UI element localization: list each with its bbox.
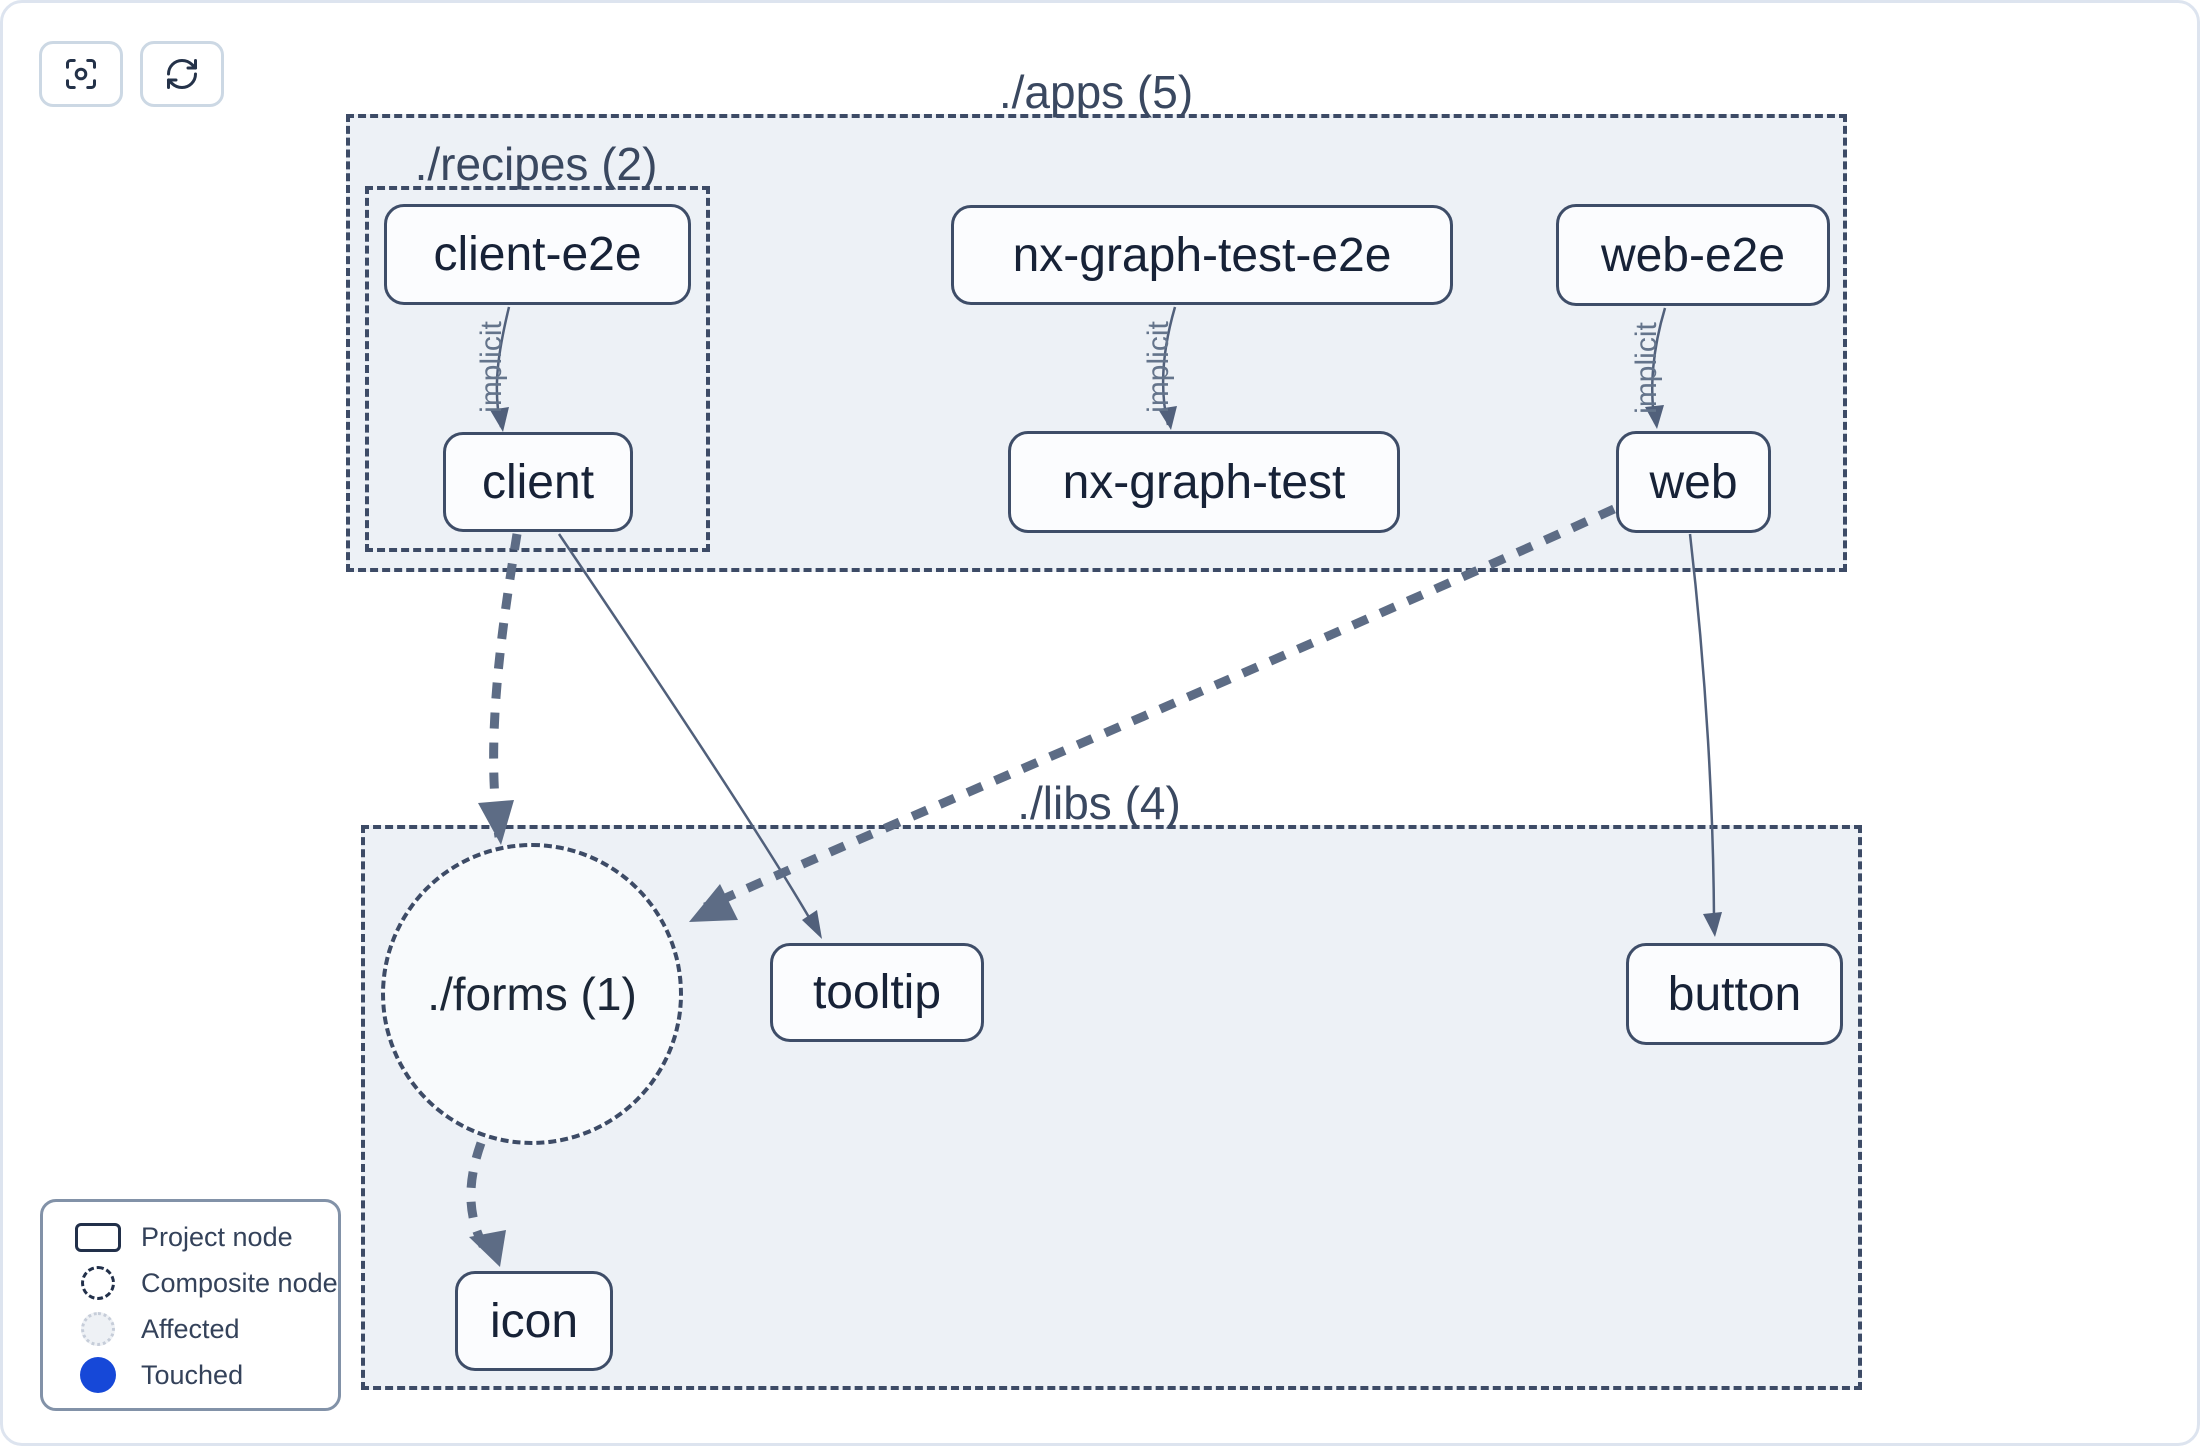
- legend-row-project-node: Project node: [67, 1214, 338, 1260]
- project-node-icon[interactable]: icon: [455, 1271, 613, 1371]
- affected-circle-swatch: [67, 1312, 129, 1346]
- legend-label: Touched: [141, 1359, 244, 1390]
- composite-node-forms[interactable]: ./forms (1): [381, 843, 683, 1145]
- focus-button[interactable]: [39, 41, 123, 107]
- legend-label: Affected: [141, 1313, 240, 1344]
- legend-row-touched: Touched: [67, 1352, 338, 1398]
- project-node-nx-graph-test[interactable]: nx-graph-test: [1008, 431, 1400, 533]
- group-label-recipes[interactable]: ./recipes (2): [414, 138, 658, 190]
- project-rect-swatch: [67, 1222, 129, 1252]
- project-node-client[interactable]: client: [443, 432, 633, 532]
- legend: Project node Composite node Affected Tou…: [40, 1199, 341, 1411]
- edge-label-implicit-client: implicit: [475, 321, 508, 413]
- group-recipes: [365, 186, 710, 552]
- composite-circle-swatch: [67, 1266, 129, 1300]
- legend-row-affected: Affected: [67, 1306, 338, 1352]
- project-node-web[interactable]: web: [1616, 431, 1771, 533]
- project-node-client-e2e[interactable]: client-e2e: [384, 204, 691, 305]
- project-node-button[interactable]: button: [1626, 943, 1843, 1045]
- legend-row-composite-node: Composite node: [67, 1260, 338, 1306]
- group-label-libs[interactable]: ./libs (4): [1017, 777, 1181, 829]
- project-node-web-e2e[interactable]: web-e2e: [1556, 204, 1830, 306]
- group-label-apps[interactable]: ./apps (5): [998, 66, 1194, 118]
- edge-client-to-forms: [489, 533, 522, 838]
- composite-node-label: ./forms (1): [427, 968, 637, 1020]
- edge-label-implicit-web: implicit: [1630, 322, 1663, 414]
- project-node-nx-graph-test-e2e[interactable]: nx-graph-test-e2e: [951, 205, 1453, 305]
- focus-icon: [66, 59, 96, 89]
- legend-label: Project node: [141, 1221, 293, 1252]
- edge-label-implicit-nx-graph-test: implicit: [1142, 321, 1175, 413]
- legend-label: Composite node: [141, 1267, 338, 1298]
- refresh-button[interactable]: [140, 41, 224, 107]
- project-node-tooltip[interactable]: tooltip: [770, 943, 984, 1042]
- touched-circle-swatch: [67, 1357, 129, 1393]
- refresh-icon: [167, 59, 197, 89]
